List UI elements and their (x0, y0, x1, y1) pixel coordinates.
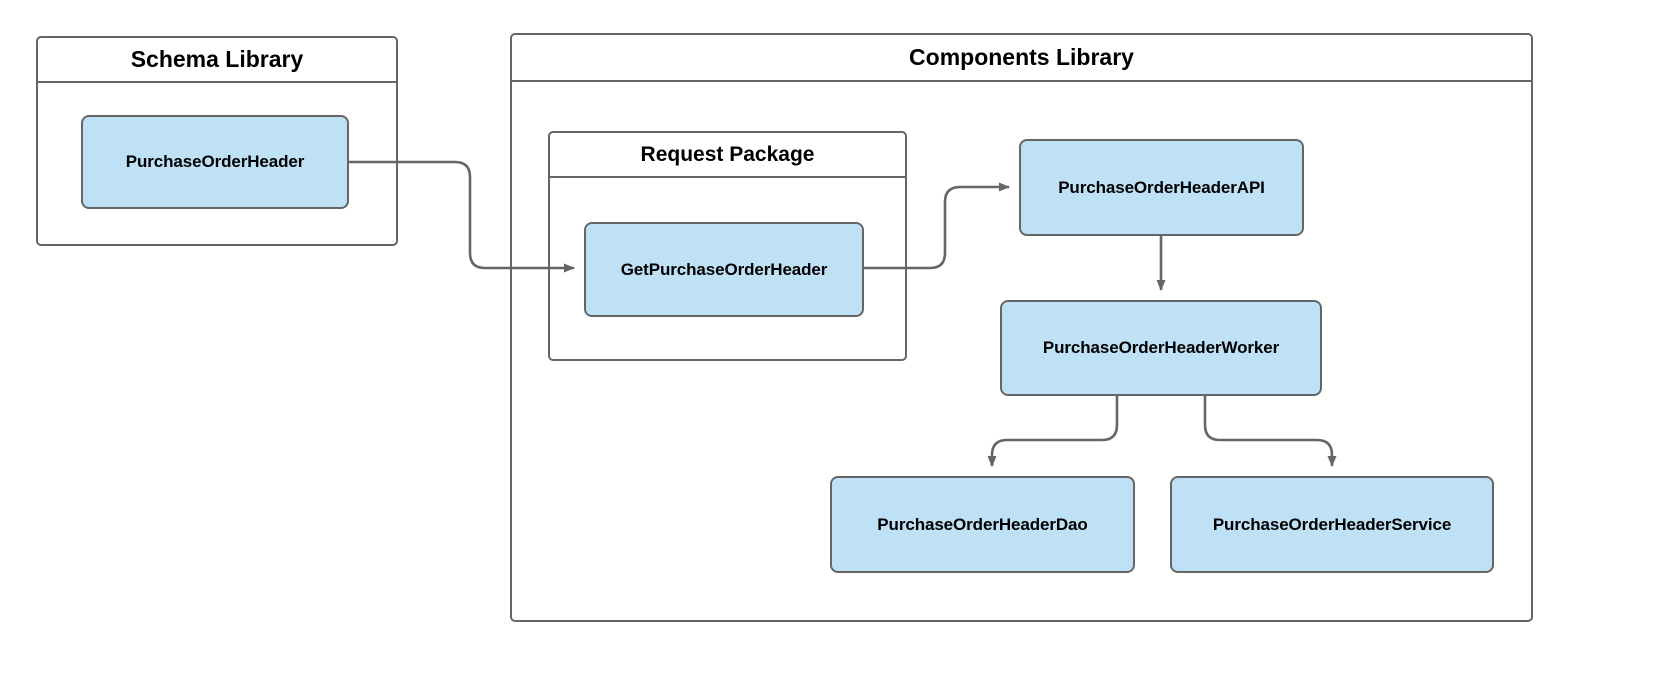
component-label: PurchaseOrderHeaderWorker (1042, 338, 1280, 357)
component-purchase-order-header-worker[interactable]: PurchaseOrderHeaderWorker (1000, 300, 1322, 396)
package-title-request-package: Request Package (550, 133, 905, 178)
component-label: PurchaseOrderHeaderService (1212, 514, 1452, 534)
package-title-schema-library: Schema Library (38, 38, 396, 83)
package-title-components-library: Components Library (512, 35, 1531, 82)
component-get-purchase-order-header[interactable]: GetPurchaseOrderHeader (584, 222, 864, 317)
component-purchase-order-header-service[interactable]: PurchaseOrderHeaderService (1170, 476, 1494, 573)
component-purchase-order-header[interactable]: PurchaseOrderHeader (81, 115, 349, 209)
component-purchase-order-header-dao[interactable]: PurchaseOrderHeaderDao (830, 476, 1135, 573)
component-label: PurchaseOrderHeaderDao (877, 514, 1088, 534)
component-label: GetPurchaseOrderHeader (620, 259, 828, 279)
component-label: PurchaseOrderHeader (125, 152, 305, 171)
component-purchase-order-header-api[interactable]: PurchaseOrderHeaderAPI (1019, 139, 1304, 236)
component-label: PurchaseOrderHeaderAPI (1058, 177, 1265, 197)
